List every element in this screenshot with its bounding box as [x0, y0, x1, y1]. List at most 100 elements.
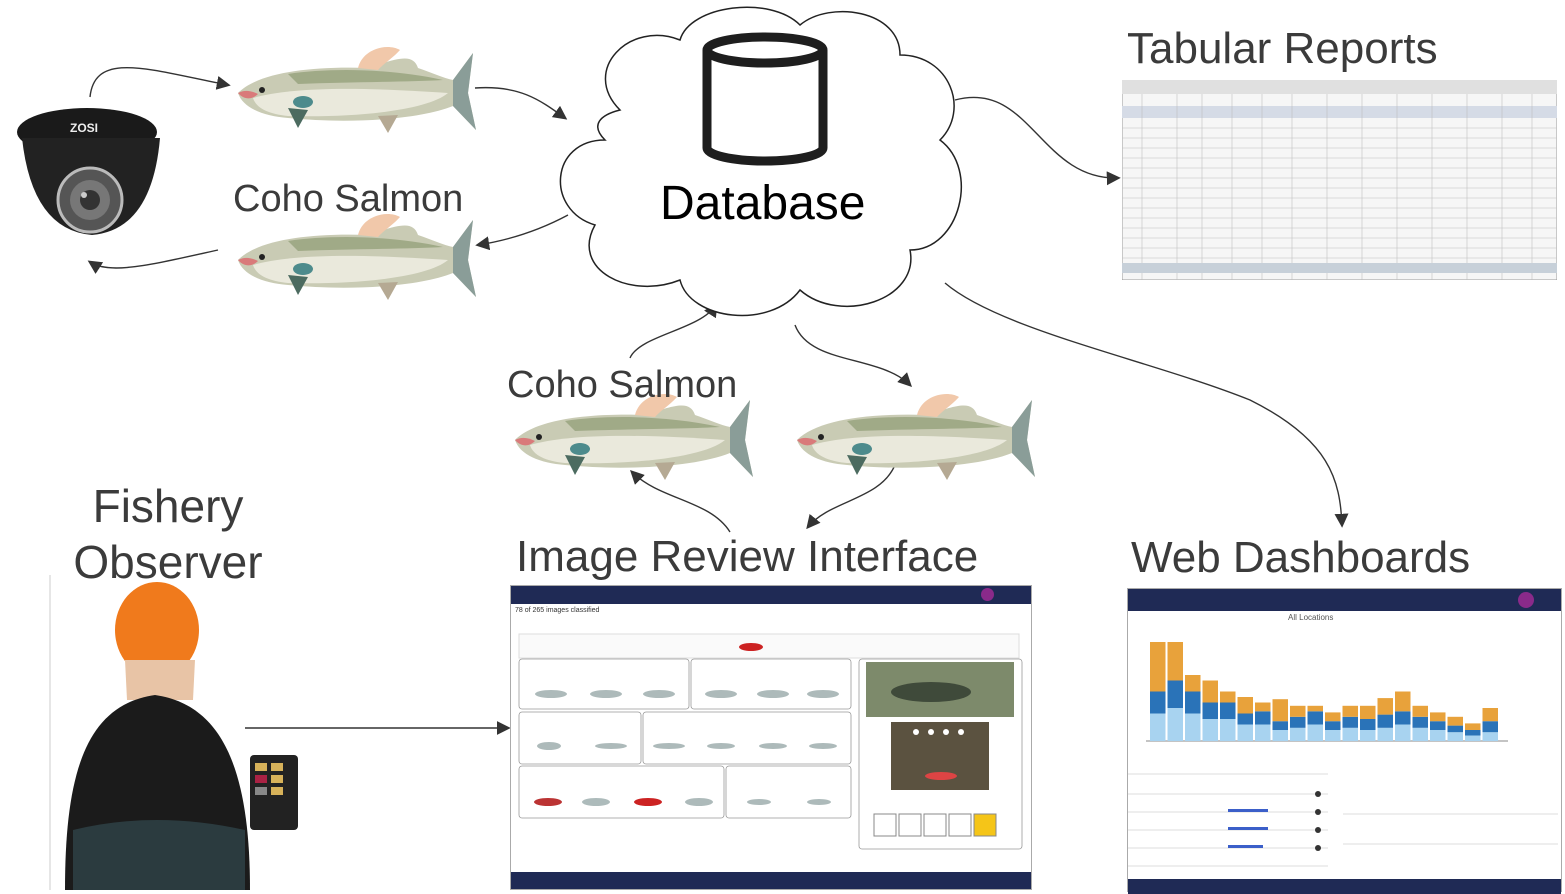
chart-bar-segment [1377, 714, 1393, 728]
chart-bar-segment [1307, 724, 1323, 741]
chart-bar-segment [1255, 724, 1271, 741]
chart-bar-segment [1447, 725, 1463, 733]
chart-bar-segment [1272, 730, 1288, 741]
chart-bar-segment [1272, 699, 1288, 722]
chart-bar-segment [1150, 642, 1166, 692]
arrow-fish-to-database [474, 86, 568, 120]
chart-bar-segment [1412, 716, 1428, 728]
chart-bar-segment [1430, 730, 1446, 741]
chart-bar-segment [1220, 719, 1236, 741]
image-review-interface-title: Image Review Interface [516, 532, 979, 581]
chart-bar-segment [1220, 702, 1236, 719]
chart-bar-segment [1360, 730, 1376, 741]
arrow-database-to-reports [954, 96, 1121, 186]
chart-bar-segment [1395, 691, 1411, 712]
salmon-image-top [228, 38, 478, 138]
chart-bar-segment [1482, 721, 1498, 733]
dashboard-table [1128, 773, 1561, 894]
chart-bar-segment [1185, 713, 1201, 741]
user-avatar [981, 588, 994, 601]
chart-bar-segment [1465, 723, 1481, 730]
arrow-database-to-fish [794, 324, 912, 387]
arrow-labeled-fish-to-database [629, 302, 718, 359]
observer-illustration [49, 575, 298, 890]
chart-bar-segment [1342, 705, 1358, 717]
chart-bar-segment [1237, 713, 1253, 725]
dashboard-navbar [1128, 589, 1561, 611]
database-icon [702, 32, 828, 166]
chart-bar-segment [1237, 724, 1253, 741]
chart-bar-segment [1482, 732, 1498, 741]
chart-bar-segment [1465, 730, 1481, 736]
chart-bar-segment [1202, 702, 1218, 719]
chart-bar-segment [1150, 691, 1166, 714]
chart-bar-segment [1185, 675, 1201, 692]
review-navbar [511, 586, 1031, 604]
arrow-database-to-dashboards [944, 282, 1349, 528]
chart-bar-segment [1202, 680, 1218, 703]
tabular-reports-title: Tabular Reports [1127, 24, 1438, 73]
spreadsheet-thumbnail [1122, 80, 1557, 280]
fishery-observer-line1: Fishery [92, 480, 244, 532]
camera-brand: ZOSI [70, 121, 98, 135]
chart-bar-segment [1255, 702, 1271, 712]
stacked-bar-chart [1146, 642, 1508, 742]
chart-bar-segment [1360, 719, 1376, 730]
chart-bar-segment [1342, 727, 1358, 741]
chart-bar-segment [1360, 705, 1376, 719]
chart-bar-segment [1220, 691, 1236, 703]
chart-bar-segment [1325, 730, 1341, 741]
chart-bar-segment [1325, 712, 1341, 722]
chart-bar-segment [1202, 719, 1218, 741]
arrow-labeled-fish-to-camera [87, 249, 219, 274]
chair-icon [73, 820, 245, 890]
chart-bar-segment [1430, 721, 1446, 730]
chart-bar-segment [1167, 680, 1183, 708]
chart-bar-segment [1447, 732, 1463, 741]
chart-bar-segment [1430, 712, 1446, 722]
arrow-fish-to-review [806, 464, 896, 530]
arrow-review-to-labeled-fish [630, 470, 731, 533]
chart-bar-segment [1185, 691, 1201, 714]
chart-bar-segment [1447, 716, 1463, 726]
chart-bar-segment [1395, 724, 1411, 741]
chart-bar-segment [1465, 735, 1481, 741]
review-body [511, 633, 1031, 889]
dashboard-avatar [1518, 592, 1534, 608]
arrow-database-to-labeled-fish [475, 214, 569, 251]
coho-salmon-label-top: Coho Salmon [233, 178, 464, 220]
chart-bar-segment [1307, 705, 1323, 712]
salmon-image-review [787, 385, 1037, 485]
observer-head-icon [115, 582, 199, 678]
chart-bar-segment [1377, 698, 1393, 715]
coho-salmon-label-mid: Coho Salmon [507, 364, 738, 406]
chart-bar-segment [1150, 713, 1166, 741]
classified-count: 78 of 265 images classified [515, 607, 600, 614]
chart-bar-segment [1342, 716, 1358, 728]
chart-bar-segment [1237, 697, 1253, 714]
chart-bar-segment [1307, 711, 1323, 725]
chart-bar-segment [1412, 705, 1428, 717]
database-label: Database [660, 177, 866, 230]
chart-bar-segment [1272, 721, 1288, 730]
camera-icon: ZOSI [17, 108, 160, 235]
chart-bar-segment [1290, 705, 1306, 717]
chart-bar-segment [1325, 721, 1341, 730]
review-interface-screenshot: 78 of 265 images classified [510, 585, 1032, 890]
chart-bar-segment [1290, 727, 1306, 741]
chart-bar-segment [1167, 642, 1183, 681]
chart-bar-segment [1482, 708, 1498, 722]
chart-bar-segment [1412, 727, 1428, 741]
chart-bar-segment [1290, 716, 1306, 728]
dashboard-title: All Locations [1288, 613, 1334, 622]
chart-bar-segment [1377, 727, 1393, 741]
arrow-camera-to-fish [89, 67, 231, 98]
chart-bar-segment [1167, 708, 1183, 741]
chart-bar-segment [1395, 711, 1411, 725]
fishery-observer-line2: Observer [73, 536, 263, 588]
database-cloud [559, 6, 963, 317]
web-dashboards-title: Web Dashboards [1131, 533, 1471, 582]
dashboard-screenshot: All Locations [1127, 588, 1562, 894]
fishery-observer-title: Fishery Observer [62, 478, 274, 590]
